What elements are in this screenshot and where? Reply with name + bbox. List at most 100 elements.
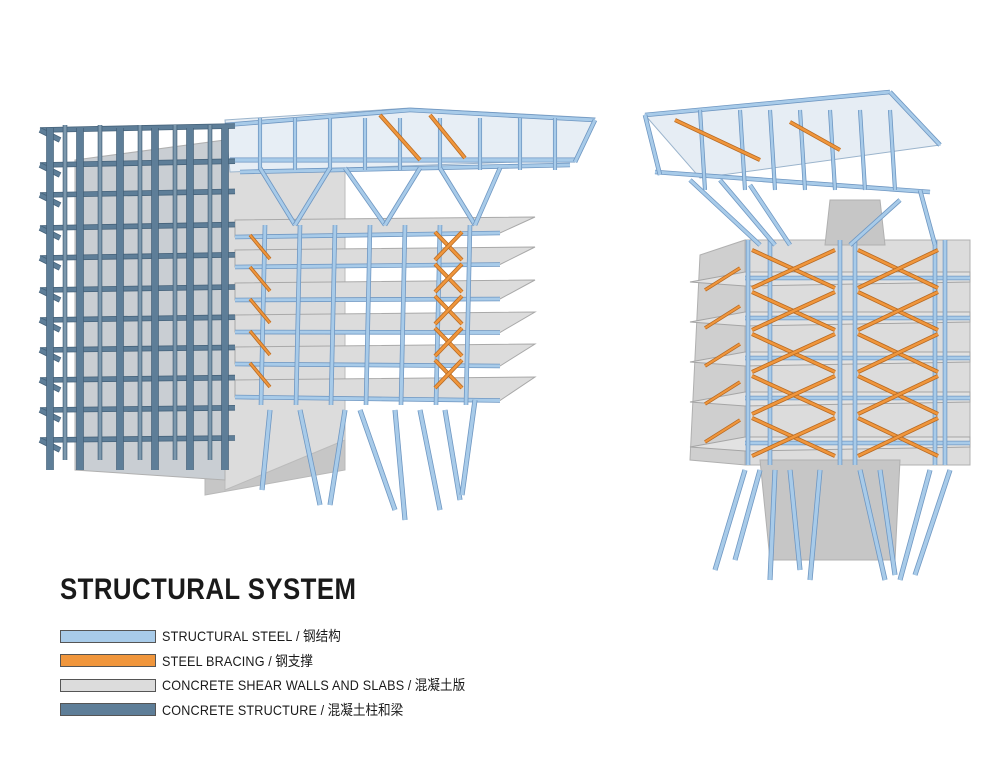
steel-bracing [249,266,271,292]
steel-bracing [789,120,841,152]
steel-bracing [857,248,939,290]
steel-truss-chord [224,108,411,127]
steel-column [364,224,372,406]
steel-v-strut [258,167,297,226]
concrete-beam [39,159,236,167]
steel-truss-chord [409,108,596,122]
steel-strut [918,189,937,246]
steel-v-strut [473,167,502,226]
steel-v-leg [358,409,397,511]
steel-fan-leg [878,469,897,576]
steel-v-strut [438,167,477,226]
legend-swatch-concrete-shear-walls [60,678,156,692]
steel-truss-post [858,109,867,191]
steel-bracing [434,295,463,325]
concrete-beam [39,436,236,442]
steel-truss-chord [888,90,942,147]
steel-bracing [429,114,466,159]
legend-separator: / [292,628,304,645]
legend-label: CONCRETE STRUCTURE / 混凝土柱和梁 [162,700,403,720]
concrete-upper-core [824,199,886,246]
legend-separator: / [264,652,276,669]
steel-bracing [704,381,741,405]
legend-separator: / [317,701,328,718]
steel-bracing [751,248,836,290]
steel-truss-post [768,109,777,191]
steel-bracing [751,374,836,416]
steel-bracing [434,263,463,293]
legend-label-zh: 钢支撑 [275,653,314,670]
steel-v-leg [298,409,322,506]
steel-strut [748,184,792,246]
concrete-floor-slab [234,311,537,334]
steel-truss-chord [239,163,571,174]
steel-truss-chord [573,119,597,163]
steel-bracing [751,332,836,374]
steel-truss-post [798,109,807,191]
steel-bracing [249,298,271,324]
concrete-beam [39,315,236,322]
concrete-beam [39,189,236,197]
legend-swatch-steel-bracing [60,654,156,668]
steel-fan-leg [788,469,802,571]
steel-fan-leg [733,469,762,561]
legend-label: STEEL BRACING / 钢支撑 [162,651,313,671]
legend-label-en: CONCRETE SHEAR WALLS AND SLABS [162,677,405,694]
legend-label-en: STRUCTURAL STEEL [162,628,293,645]
legend-label-zh: 钢结构 [303,629,341,646]
legend-item-concrete-shear-walls: CONCRETE SHEAR WALLS AND SLABS / 混凝土版 [60,673,499,698]
steel-fan-leg [713,469,747,571]
concrete-core-wall [224,134,346,491]
steel-column [399,224,407,406]
steel-roof-truss-plane [643,91,942,179]
steel-v-strut [293,167,332,226]
steel-v-leg [260,409,272,491]
steel-truss-chord [644,90,891,117]
steel-bracing [751,416,836,458]
steel-v-leg [460,399,477,496]
steel-strut [688,178,762,247]
steel-bracing [434,327,463,357]
steel-bracing [704,305,741,329]
steel-bracing [434,359,463,389]
concrete-beam [39,124,236,132]
legend-label-zh: 混凝土柱和梁 [327,702,404,719]
concrete-beam [39,375,236,382]
steel-fan-leg [808,469,822,581]
steel-bracing [857,332,939,374]
steel-truss-post [888,109,897,191]
legend-separator: / [404,677,415,694]
legend-label: STRUCTURAL STEEL / 钢结构 [162,626,341,646]
steel-bracing [249,330,271,356]
steel-bracing [704,343,741,367]
steel-v-strut [343,167,387,226]
steel-bracing [379,114,421,161]
steel-bracing [674,118,761,162]
steel-v-leg [393,409,407,521]
concrete-beam [39,222,236,230]
steel-bracing [857,374,939,416]
legend: STRUCTURAL STEEL / 钢结构 STEEL BRACING / 钢… [60,624,499,722]
steel-bracing [751,290,836,332]
legend-item-concrete-structure: CONCRETE STRUCTURE / 混凝土柱和梁 [60,698,499,723]
concrete-beam [39,345,236,352]
steel-column [329,224,337,406]
steel-v-leg [443,409,462,501]
steel-bracing [857,290,939,332]
steel-truss-chord [643,114,662,176]
legend-item-steel-bracing: STEEL BRACING / 钢支撑 [60,649,499,674]
steel-bracing [857,416,939,458]
steel-fan-leg [858,469,887,581]
legend-swatch-structural-steel [60,629,156,643]
concrete-beam [39,405,236,412]
legend-swatch-concrete-structure [60,703,156,717]
concrete-beam [39,285,236,292]
steel-fan-leg [898,469,932,581]
steel-bracing [704,267,741,291]
steel-v-strut [383,167,422,226]
steel-strut [718,179,777,246]
steel-fan-leg [768,469,777,581]
steel-fan-leg [913,469,952,576]
steel-v-leg [328,409,347,506]
